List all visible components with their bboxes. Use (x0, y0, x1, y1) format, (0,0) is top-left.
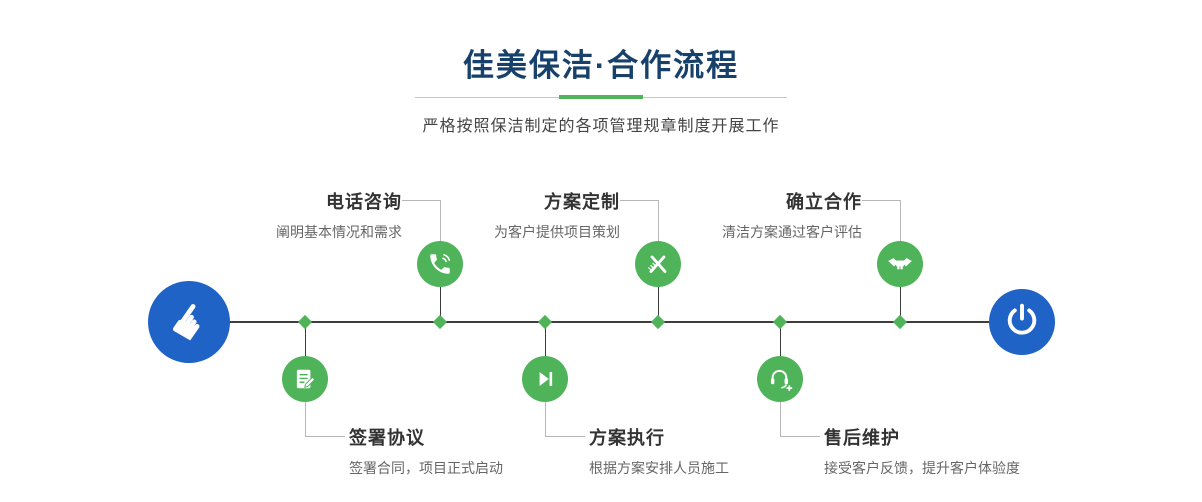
timeline-diamond (772, 314, 788, 330)
step-node-design (635, 241, 681, 287)
contract-icon (292, 366, 318, 392)
label-connector (305, 436, 345, 437)
step-title: 方案定制 (544, 192, 620, 212)
step-node-execute (522, 356, 568, 402)
step-desc: 阐明基本情况和需求 (276, 224, 402, 240)
label-connector (620, 200, 658, 201)
step-title: 电话咨询 (326, 192, 402, 212)
step-label-handshake: 确立合作 清洁方案通过客户评估 (722, 188, 862, 242)
label-connector (545, 436, 585, 437)
step-label-aftersale: 售后维护 接受客户反馈，提升客户体验度 (824, 424, 1020, 478)
timeline-diamond (892, 314, 908, 330)
step-label-contract: 签署协议 签署合同，项目正式启动 (349, 424, 503, 478)
step-title: 售后维护 (824, 428, 900, 448)
step-label-execute: 方案执行 根据方案安排人员施工 (589, 424, 729, 478)
page-subtitle: 严格按照保洁制定的各项管理规章制度开展工作 (422, 118, 780, 135)
step-title: 确立合作 (786, 192, 862, 212)
end-node (989, 289, 1055, 355)
step-label-phone: 电话咨询 阐明基本情况和需求 (276, 188, 402, 242)
design-tools-icon (645, 251, 671, 277)
label-connector (305, 402, 306, 436)
pointing-hand-icon: ☛ (156, 289, 225, 355)
divider-accent (559, 95, 643, 99)
label-connector (402, 200, 440, 201)
stem (545, 323, 546, 356)
label-connector (658, 200, 659, 241)
label-connector (780, 402, 781, 436)
timeline-diamond (297, 314, 313, 330)
step-title: 方案执行 (589, 428, 665, 448)
play-icon (532, 366, 558, 392)
stem (900, 287, 901, 322)
title-divider (415, 95, 787, 100)
timeline-diamond (650, 314, 666, 330)
step-label-design: 方案定制 为客户提供项目策划 (494, 188, 620, 242)
label-connector (862, 200, 900, 201)
stem (305, 323, 306, 356)
step-desc: 为客户提供项目策划 (494, 224, 620, 240)
step-desc: 清洁方案通过客户评估 (722, 224, 862, 240)
timeline-line (200, 321, 1000, 323)
step-node-aftersale (757, 356, 803, 402)
timeline-diamond (432, 314, 448, 330)
stem (440, 287, 441, 322)
label-connector (900, 200, 901, 241)
step-desc: 根据方案安排人员施工 (589, 460, 729, 476)
start-node: ☛ (148, 281, 230, 363)
stem (780, 323, 781, 356)
phone-icon (427, 251, 453, 277)
step-node-handshake (877, 241, 923, 287)
step-node-phone (417, 241, 463, 287)
step-desc: 接受客户反馈，提升客户体验度 (824, 460, 1020, 476)
label-connector (780, 436, 820, 437)
timeline-diamond (537, 314, 553, 330)
step-node-contract (282, 356, 328, 402)
page-title: 佳美保洁·合作流程 (462, 48, 740, 83)
headset-icon (767, 366, 793, 392)
handshake-icon (887, 251, 913, 277)
power-icon (1004, 302, 1040, 343)
step-desc: 签署合同，项目正式启动 (349, 460, 503, 476)
label-connector (440, 200, 441, 241)
step-title: 签署协议 (349, 428, 425, 448)
label-connector (545, 402, 546, 436)
stem (658, 287, 659, 322)
